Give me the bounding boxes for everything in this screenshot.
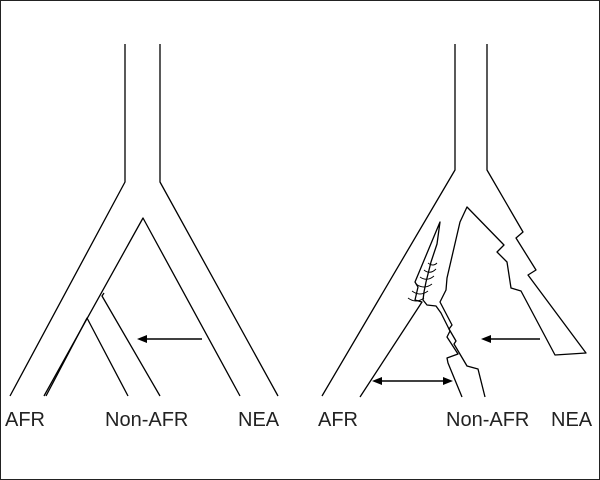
right-tree-hatching bbox=[407, 262, 438, 302]
right-tree-outer-right-edge bbox=[439, 44, 587, 398]
right-label-nea: NEA bbox=[551, 409, 593, 431]
right-label-non-afr: Non-AFR bbox=[446, 409, 530, 431]
left-tree-inner-non-afr-branch bbox=[101, 292, 161, 397]
left-label-nea: NEA bbox=[238, 409, 280, 431]
left-tree-outer-right-edge bbox=[159, 44, 279, 397]
right-tree-outer-left-edge bbox=[321, 44, 456, 397]
left-tree-inner-afr-branch bbox=[45, 317, 129, 397]
left-tree-outer-left-edge bbox=[9, 44, 126, 397]
right-tree-afr-inner-edge bbox=[359, 221, 463, 398]
right-label-afr: AFR bbox=[318, 409, 358, 431]
right-tree bbox=[321, 44, 587, 398]
left-label-afr: AFR bbox=[5, 409, 45, 431]
left-tree-inner-nea-branch bbox=[43, 217, 241, 397]
left-tree bbox=[9, 44, 279, 397]
left-label-non-afr: Non-AFR bbox=[105, 409, 189, 431]
